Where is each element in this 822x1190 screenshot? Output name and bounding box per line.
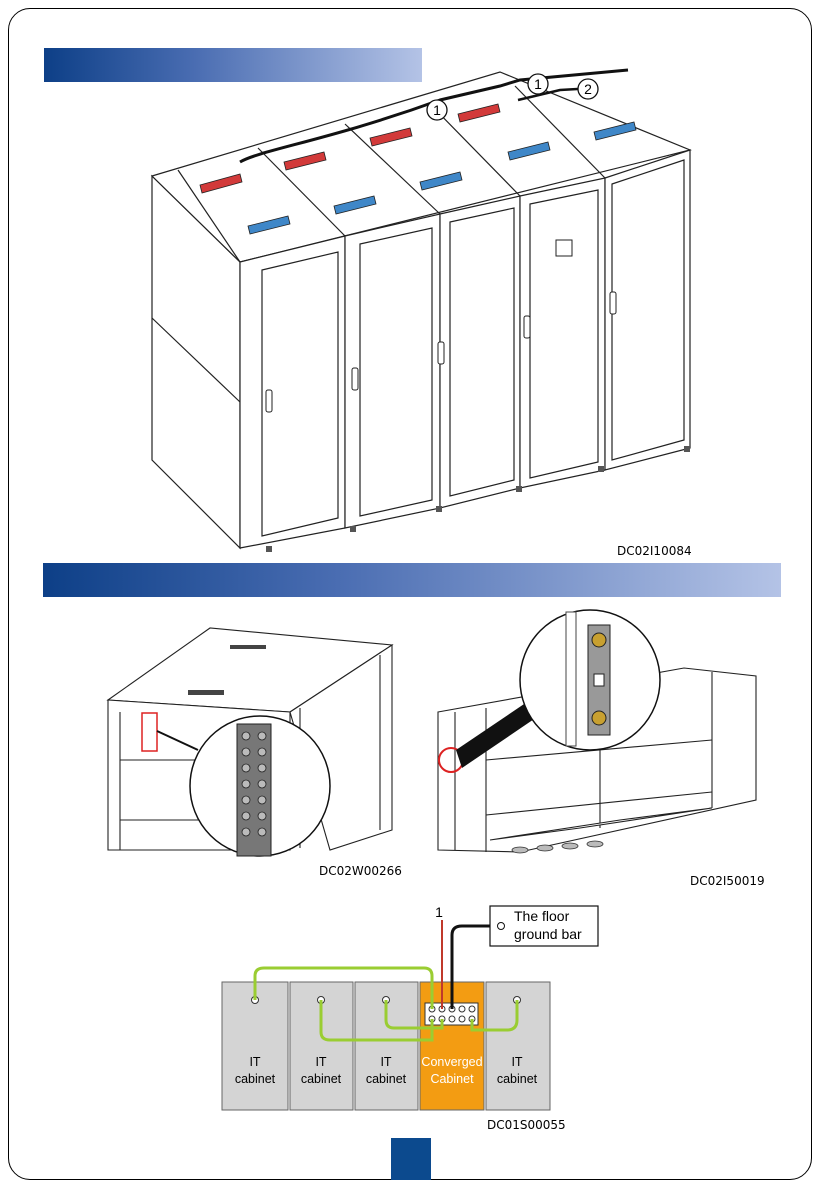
cabinet-4-label-1: Converged xyxy=(421,1055,482,1069)
cabinet-1-label-2: cabinet xyxy=(235,1072,276,1086)
cabinet-2-label-2: cabinet xyxy=(301,1072,342,1086)
cabinet-1-label-1: IT xyxy=(249,1055,260,1069)
cabinet-3-label-2: cabinet xyxy=(366,1072,407,1086)
ground-bar-label-line2: ground bar xyxy=(514,926,582,942)
cabinet-5-label-2: cabinet xyxy=(497,1072,538,1086)
bottom-figure-code: DC01S00055 xyxy=(487,1118,566,1132)
page-number-marker xyxy=(391,1138,431,1180)
cabinet-3-label-1: IT xyxy=(380,1055,391,1069)
cabinet-2-label-1: IT xyxy=(315,1055,326,1069)
ground-bar-label-line1: The floor xyxy=(514,908,570,924)
cabinet-4-label-2: Cabinet xyxy=(430,1072,474,1086)
diagram-callout-1: 1 xyxy=(435,904,443,920)
cabinet-5-label-1: IT xyxy=(511,1055,522,1069)
